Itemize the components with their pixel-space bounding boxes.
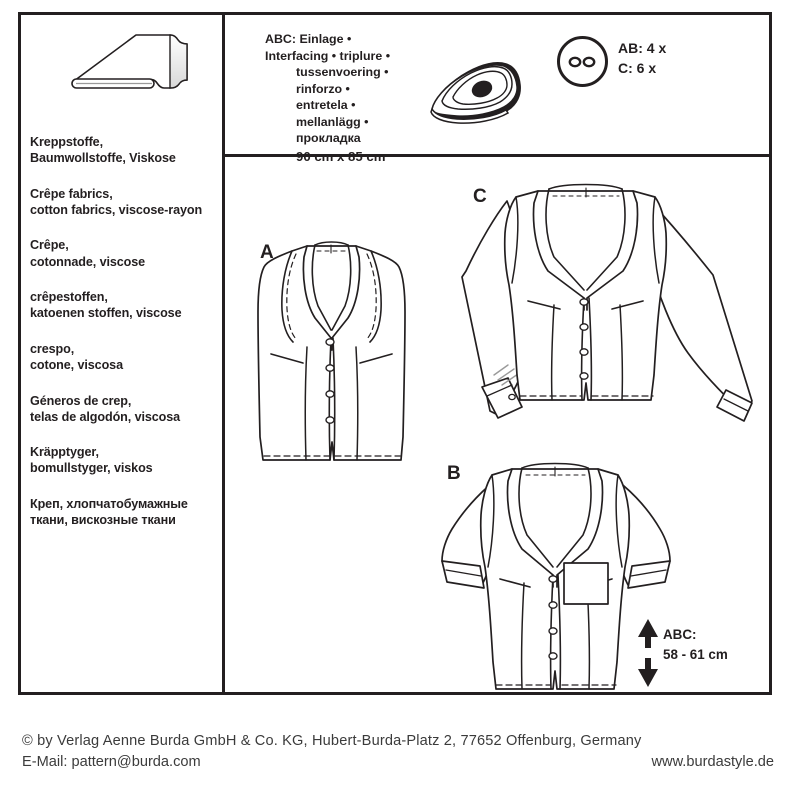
- fabric-line-2: cotonnade, viscose: [30, 254, 146, 269]
- fabric-line-1: crêpestoffen,: [30, 290, 108, 305]
- fabric-line-1: Géneros de crep,: [30, 393, 132, 408]
- button-qty-ab: AB: 4 x: [618, 40, 667, 56]
- interfacing-label: ABC:: [265, 32, 296, 46]
- copyright-line: © by Verlag Aenne Burda GmbH & Co. KG, H…: [22, 733, 642, 749]
- fabric-item: Kräpptyger, bomullstyger, viskos: [30, 444, 215, 476]
- iron-icon: [430, 62, 521, 124]
- fabric-item: Kreppstoffe, Baumwollstoffe, Viskose: [30, 134, 215, 166]
- vertical-divider: [222, 12, 225, 695]
- fabric-item: Crêpe fabrics, cotton fabrics, viscose-r…: [30, 186, 215, 218]
- fabric-line-2: katoenen stoffen, viscose: [30, 306, 182, 321]
- fabric-item: Креп, хлопчатобумажные ткани, вискозные …: [30, 496, 215, 528]
- measurement-label: ABC:: [663, 627, 697, 642]
- footer-contact-row: E-Mail: pattern@burda.com www.burdastyle…: [22, 752, 774, 773]
- measurement-text: ABC: 58 - 61 cm: [663, 625, 728, 665]
- garment-view-a: [257, 241, 406, 461]
- email-text: E-Mail: pattern@burda.com: [22, 754, 201, 771]
- interfacing-line-2: tussenvoering • rinforzo •: [296, 65, 389, 96]
- garment-view-b: [441, 462, 671, 690]
- horizontal-divider: [222, 154, 772, 157]
- interfacing-size: 90 cm x 85 cm: [296, 148, 386, 164]
- button-quantity-block: AB: 4 x C: 6 x: [618, 38, 666, 79]
- interfacing-first-line: ABC: Einlage • Interfacing • triplure •: [265, 31, 415, 64]
- fabric-line-1: Crêpe,: [30, 238, 69, 253]
- garment-illustrations: A C B: [225, 157, 772, 695]
- button-qty-c: C: 6 x: [618, 60, 657, 77]
- fabric-line-2: cotton fabrics, viscose-rayon: [30, 202, 203, 217]
- interfacing-line-3: entretela • mellanlägg •: [296, 98, 369, 129]
- fabric-line-1: Kreppstoffe,: [30, 135, 103, 149]
- fabric-line-2: Baumwollstoffe, Viskose: [30, 151, 176, 166]
- fabric-line-1: Kräpptyger,: [30, 445, 99, 460]
- garment-label-a: A: [260, 242, 274, 263]
- fabric-list: Kreppstoffe, Baumwollstoffe, Viskose Crê…: [30, 134, 215, 548]
- fabric-line-2: bomullstyger, viskos: [30, 461, 153, 476]
- outer-frame: [18, 12, 772, 695]
- fabric-line-1: Crêpe fabrics,: [30, 186, 113, 201]
- fabric-item: Crêpe, cotonnade, viscose: [30, 237, 215, 269]
- garment-view-c: [461, 183, 753, 422]
- interfacing-line-4: прокладка: [296, 131, 361, 145]
- fabric-line-2: telas de algodón, viscosa: [30, 409, 181, 424]
- interfacing-line-1: Einlage • Interfacing • triplure •: [265, 32, 391, 63]
- fabric-line-1: Креп, хлопчатобумажные: [30, 497, 188, 512]
- footer: © by Verlag Aenne Burda GmbH & Co. KG, H…: [22, 731, 774, 773]
- double-arrow-vertical-icon: [638, 619, 658, 687]
- fabric-line-1: crespo,: [30, 341, 75, 356]
- garment-label-b: B: [447, 463, 461, 484]
- fabric-line-2: cotone, viscosa: [30, 357, 123, 372]
- fabric-line-2: ткани, вискозные ткани: [30, 513, 176, 528]
- fabric-item: crespo, cotone, viscosa: [30, 341, 215, 373]
- measurement-value: 58 - 61 cm: [663, 647, 728, 663]
- measurement-block: ABC: 58 - 61 cm: [637, 618, 757, 688]
- button-icon: [557, 36, 608, 87]
- fabric-bolt-icon: [71, 34, 188, 89]
- interfacing-block: ABC: Einlage • Interfacing • triplure • …: [265, 31, 415, 165]
- website-text[interactable]: www.burdastyle.de: [651, 754, 775, 771]
- fabric-item: crêpestoffen, katoenen stoffen, viscose: [30, 289, 215, 321]
- fabric-item: Géneros de crep, telas de algodón, visco…: [30, 393, 215, 425]
- garment-label-c: C: [473, 186, 487, 207]
